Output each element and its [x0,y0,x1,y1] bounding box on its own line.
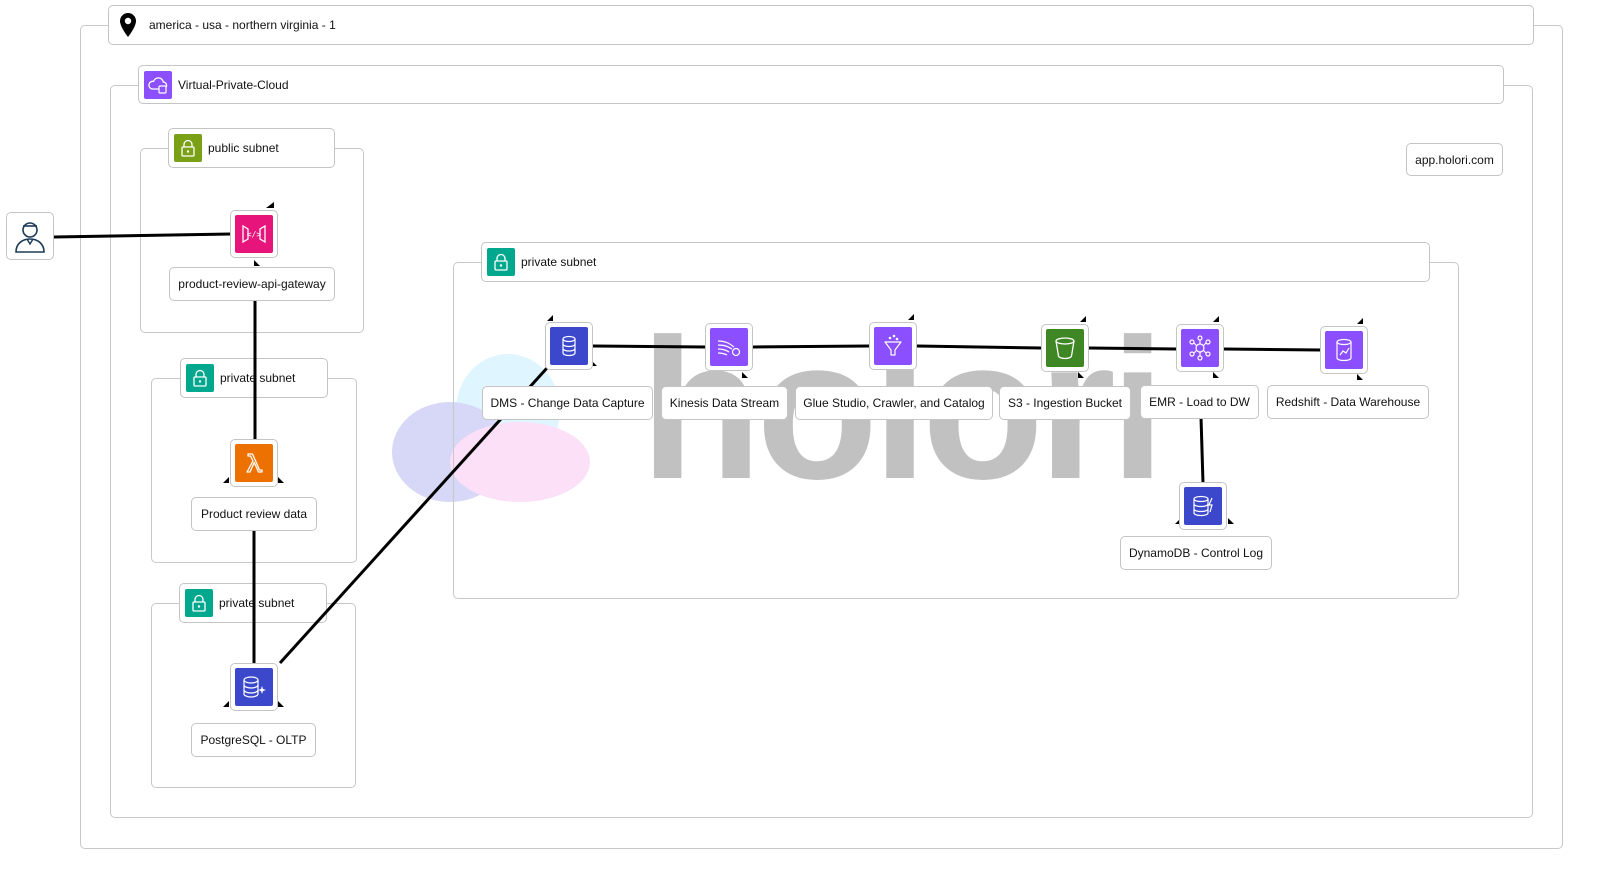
kinesis-label: Kinesis Data Stream [661,386,788,420]
private-subnet-db-label: private subnet [219,596,295,610]
dynamodb-icon [1184,487,1222,525]
emr-node[interactable] [1176,324,1224,372]
api-gateway-icon: </> [235,215,273,253]
rds-database-icon [235,668,273,706]
lock-icon [185,589,213,617]
s3-node[interactable] [1041,324,1089,372]
edge-glue-s3 [916,344,1042,350]
s3-bucket-icon [1046,329,1084,367]
dynamodb-node[interactable] [1179,482,1227,530]
edge-emr-dynamodb [1199,416,1205,484]
kinesis-icon [710,328,748,366]
anchor-marker [742,372,748,378]
lambda-label: Product review data [191,497,317,531]
lock-icon [487,248,515,276]
lambda-icon [235,444,273,482]
lambda-node[interactable] [230,439,278,487]
postgres-label: PostgreSQL - OLTP [191,723,316,757]
dms-node[interactable] [545,322,593,370]
public-subnet-label: public subnet [208,141,279,155]
vpc-cloud-icon [144,70,172,99]
edge-kinesis-glue [752,344,870,349]
anchor-marker [1078,372,1084,378]
api-gateway-node[interactable]: </> [230,210,278,258]
anchor-marker [1357,318,1363,324]
user-icon [11,217,49,255]
user-node[interactable] [6,212,54,260]
private-subnet-data-header[interactable]: private subnet [481,242,1430,282]
emr-icon [1181,329,1219,367]
anchor-marker [278,701,284,707]
glue-label: Glue Studio, Crawler, and Catalog [795,386,993,420]
anchor-marker [223,701,229,707]
redshift-label: Redshift - Data Warehouse [1267,385,1429,419]
emr-label: EMR - Load to DW [1140,385,1259,419]
private-subnet-data-label: private subnet [521,255,597,269]
lock-icon [186,364,214,392]
anchor-marker [1228,518,1234,524]
public-subnet-header[interactable]: public subnet [168,128,335,168]
anchor-marker [223,477,229,483]
redshift-node[interactable] [1320,326,1368,374]
anchor-marker [1080,316,1086,322]
anchor-marker [266,202,274,208]
anchor-marker [254,260,260,266]
redshift-icon [1325,331,1363,369]
s3-label: S3 - Ingestion Bucket [999,386,1131,420]
private-subnet-lambda-label: private subnet [220,371,296,385]
region-header[interactable]: america - usa - northern virginia - 1 [108,5,1534,45]
edge-user-api [53,232,232,239]
postgres-node[interactable] [230,663,278,711]
dms-label: DMS - Change Data Capture [482,386,653,420]
dms-icon [550,327,588,365]
anchor-marker [1357,374,1363,380]
edge-dms-kinesis [592,344,706,349]
glue-node[interactable] [869,322,917,370]
dynamodb-label: DynamoDB - Control Log [1120,536,1272,570]
location-pin-icon [119,12,137,38]
anchor-marker [908,314,914,320]
anchor-marker [547,315,553,321]
api-gateway-label: product-review-api-gateway [169,267,335,301]
glue-icon [874,327,912,365]
region-label: america - usa - northern virginia - 1 [149,18,336,32]
kinesis-node[interactable] [705,323,753,371]
svg-text:</>: </> [247,230,262,239]
holori-link[interactable]: app.holori.com [1406,143,1503,176]
vpc-label: Virtual-Private-Cloud [178,77,289,92]
anchor-marker [1213,316,1219,322]
anchor-marker [278,477,284,483]
lock-icon [174,134,202,162]
edge-emr-redshift [1223,347,1321,352]
anchor-marker [1213,372,1219,378]
vpc-header[interactable]: Virtual-Private-Cloud [138,65,1504,104]
edge-s3-emr [1088,346,1177,351]
